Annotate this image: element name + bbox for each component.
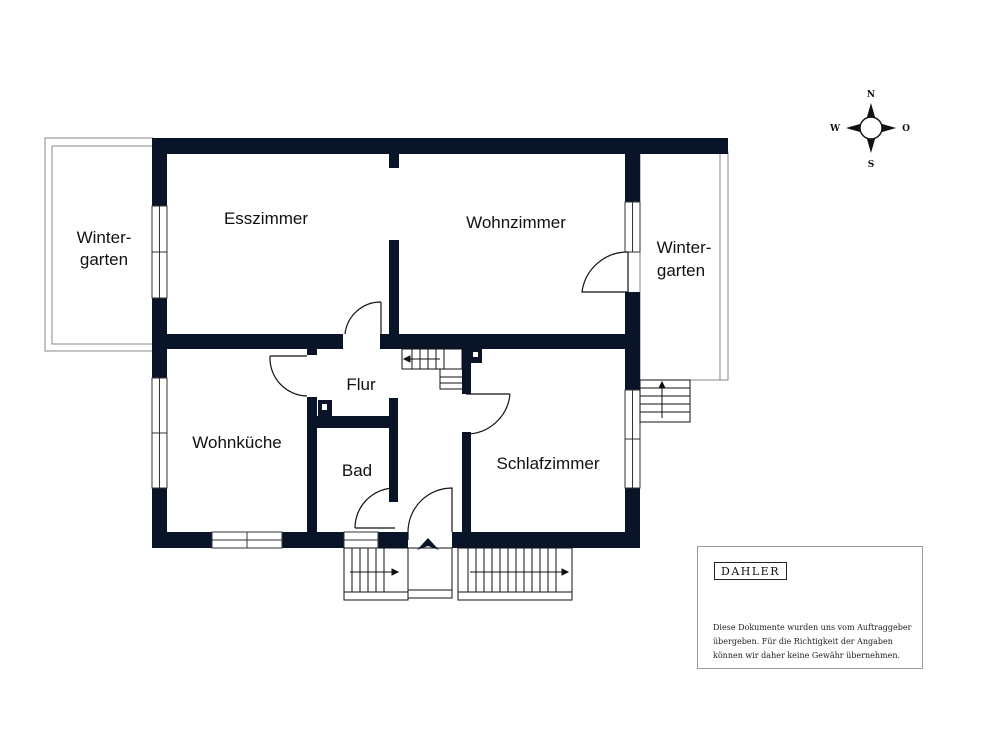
room-label-wintergarten-west: Winter- xyxy=(77,228,132,247)
compass-east: O xyxy=(902,124,910,134)
internal-stairs xyxy=(401,348,463,390)
compass-north: N xyxy=(867,90,875,100)
room-label-flur: Flur xyxy=(346,375,376,394)
exterior-stairs-south xyxy=(343,547,573,601)
room-label-esszimmer: Esszimmer xyxy=(224,209,308,228)
door-swings xyxy=(269,251,629,540)
room-label-wintergarten-east: Winter- xyxy=(657,238,712,257)
room-label-bad: Bad xyxy=(342,461,372,480)
windows xyxy=(151,201,641,549)
entrance-arrow-icon xyxy=(417,538,439,550)
disclaimer-line: können wir daher keine Gewähr übernehmen… xyxy=(713,651,901,660)
disclaimer-text: Diese Dokumente wurden uns vom Auftragge… xyxy=(713,621,918,663)
brand-logo: DAHLER xyxy=(714,562,787,580)
compass-rose-icon: N W O S xyxy=(829,90,910,170)
exterior-stairs-east xyxy=(639,379,691,423)
room-label-wintergarten-east: garten xyxy=(657,261,705,280)
disclaimer-panel: DAHLER Diese Dokumente wurden uns vom Au… xyxy=(697,546,923,669)
room-label-wintergarten-west: garten xyxy=(80,250,128,269)
room-label-schlafzimmer: Schlafzimmer xyxy=(497,454,600,473)
compass-south: S xyxy=(868,160,875,170)
room-label-wohnkueche: Wohnküche xyxy=(192,433,281,452)
disclaimer-line: Diese Dokumente wurden uns vom Auftragge… xyxy=(713,623,912,632)
compass-west: W xyxy=(829,124,841,134)
interior-walls xyxy=(167,154,638,537)
room-label-wohnzimmer: Wohnzimmer xyxy=(466,213,566,232)
disclaimer-line: übergeben. Für die Richtigkeit der Angab… xyxy=(713,637,893,646)
